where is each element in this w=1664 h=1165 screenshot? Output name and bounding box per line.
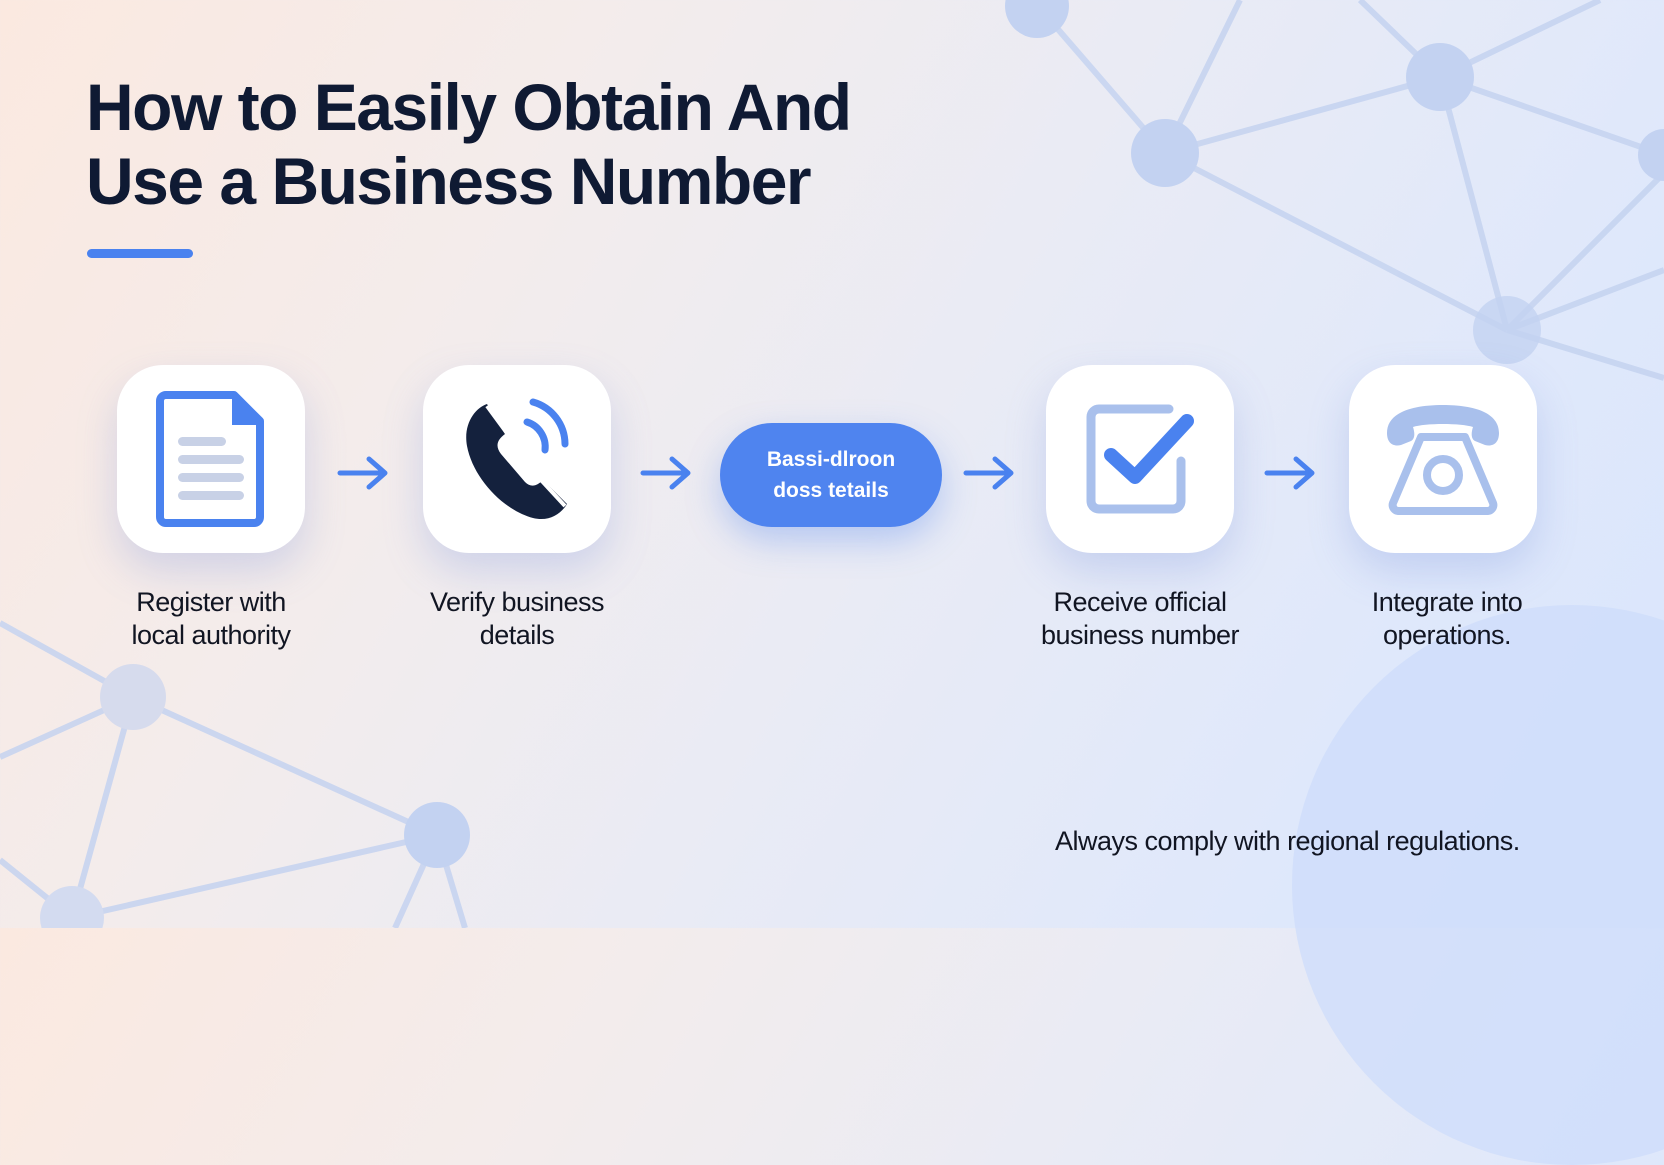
step-card-register <box>117 365 305 553</box>
document-icon <box>156 391 264 527</box>
step-label-receive: Receive official business number <box>1000 586 1280 652</box>
step-card-verify <box>423 365 611 553</box>
step-label-verify: Verify business details <box>377 586 657 652</box>
footer-note: Always comply with regional regulations. <box>1055 826 1520 856</box>
arrow-right-icon <box>337 456 388 490</box>
label-line-2: details <box>479 620 555 650</box>
pill-text-line-2: doss tetails <box>773 479 889 502</box>
step-label-integrate: Integrate into operations. <box>1307 586 1587 652</box>
title-line-2: Use a Business Number <box>86 144 812 218</box>
title-accent-bar <box>87 249 193 258</box>
phone-call-icon <box>466 398 569 520</box>
step-card-integrate <box>1349 365 1537 553</box>
label-line-2: local authority <box>131 620 291 650</box>
decorative-circle <box>1292 605 1664 1165</box>
arrow-right-icon <box>640 456 691 490</box>
arrow-right-icon <box>1264 456 1315 490</box>
page-title: How to Easily Obtain And Use a Business … <box>86 70 852 218</box>
label-line-2: operations. <box>1382 620 1512 650</box>
rotary-phone-icon <box>1387 405 1499 515</box>
label-line-1: Verify business <box>429 587 605 617</box>
title-line-1: How to Easily Obtain And <box>86 70 852 144</box>
label-line-1: Receive official <box>1053 587 1227 617</box>
arrow-right-icon <box>963 456 1014 490</box>
pill-text-line-1: Bassi-dlroon <box>766 448 896 471</box>
step-card-receive <box>1046 365 1234 553</box>
label-line-1: Integrate into <box>1371 587 1523 617</box>
step-label-register: Register with local authority <box>71 586 351 652</box>
label-line-2: business number <box>1040 620 1240 650</box>
step-pill-badge: Bassi-dlroon doss tetails <box>720 423 942 527</box>
checkbox-icon <box>1086 404 1194 514</box>
label-line-1: Register with <box>136 587 286 617</box>
